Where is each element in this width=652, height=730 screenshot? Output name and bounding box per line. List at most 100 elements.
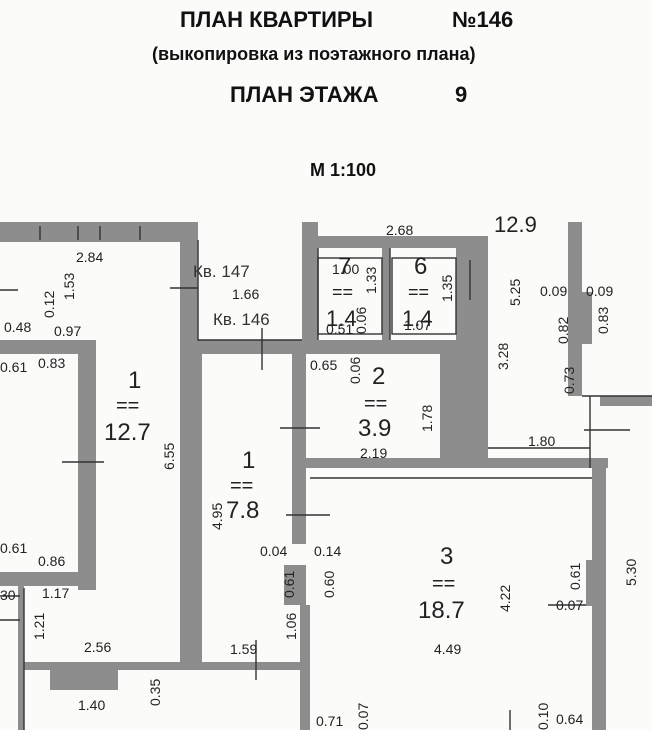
dimension-labels: 2.84 1.53 0.12 0.48 0.97 0.61 0.83 6.55 … (0, 222, 639, 730)
dimension-label: 0.06 (353, 307, 369, 334)
room-number: 7 (338, 253, 351, 280)
room-number: 2 (372, 363, 385, 390)
apartment-number: №146 (452, 7, 514, 32)
room-separator: == (432, 573, 455, 595)
dimension-label: 1.66 (232, 286, 259, 302)
wall (586, 560, 598, 606)
walls (0, 222, 652, 730)
dimension-label: 1.40 (78, 697, 105, 713)
dimension-label: 4.95 (209, 503, 225, 530)
room-area: 1.4 (402, 306, 433, 331)
dimension-label: 2.84 (76, 249, 103, 265)
room-area: 1.4 (326, 306, 357, 331)
dimension-label: 5.30 (623, 559, 639, 586)
dimension-label: 5.25 (507, 279, 523, 306)
dimension-label: 1.33 (363, 267, 379, 294)
wall (196, 354, 202, 664)
dimension-label: 30 (0, 587, 16, 603)
room-2: 2 == 3.9 (358, 363, 391, 442)
dimension-label: 1.06 (283, 613, 299, 640)
dimension-label: 0.09 (586, 283, 613, 299)
dimension-label: 0.61 (281, 571, 297, 598)
partition-line (197, 240, 302, 341)
dimension-label: 0.10 (535, 703, 551, 730)
wall (0, 222, 182, 242)
dimension-label: 1.53 (61, 273, 77, 300)
plan-lines (0, 226, 652, 730)
dimension-label: 0.82 (555, 317, 571, 344)
wall (302, 236, 488, 248)
room-separator: == (332, 282, 353, 302)
dimension-label: 0.14 (314, 543, 341, 559)
dimension-label: 1.78 (419, 405, 435, 432)
dimension-label: 0.04 (260, 543, 287, 559)
wall (300, 605, 310, 730)
room-7: 7 == 1.4 (326, 253, 357, 331)
dimension-label: 0.48 (4, 319, 31, 335)
wall (78, 340, 96, 590)
dimension-label: 0.73 (561, 367, 577, 394)
room-number: 3 (440, 543, 453, 570)
partial-room-area: 12.9 (494, 212, 537, 237)
wall (302, 222, 318, 340)
dimension-label: 6.55 (161, 443, 177, 470)
room-area: 3.9 (358, 415, 391, 442)
wall (292, 354, 306, 464)
room-separator: == (364, 393, 387, 415)
room-number: 1 (242, 447, 255, 474)
dimension-label: 0.61 (567, 563, 583, 590)
wall (600, 396, 652, 406)
dimension-label: 0.07 (556, 597, 583, 613)
dimension-label: 1.59 (230, 641, 257, 657)
room-left: 1 == 12.7 (104, 367, 151, 446)
dimension-label: 0.97 (54, 323, 81, 339)
plan-subtitle: (выкопировка из поэтажного плана) (152, 44, 476, 64)
dimension-label: 4.49 (434, 641, 461, 657)
floor-label: ПЛАН ЭТАЖА (230, 82, 379, 107)
dimension-label: 0.09 (540, 283, 567, 299)
dimension-label: 0.12 (41, 291, 57, 318)
dimension-label: 0.60 (321, 571, 337, 598)
scale-label: М 1:100 (310, 160, 377, 180)
dimension-label: 0.51 (326, 321, 353, 337)
room-area: 12.7 (104, 419, 151, 446)
dimension-label: 0.35 (147, 679, 163, 706)
wall (284, 565, 306, 605)
dimension-label: 3.28 (495, 343, 511, 370)
wall (292, 464, 306, 544)
wall (50, 662, 118, 690)
room-area: 18.7 (418, 597, 465, 624)
wall (440, 354, 458, 468)
wall (0, 340, 96, 354)
wall (302, 458, 608, 468)
wall (196, 340, 306, 354)
dimension-label: 1.35 (439, 275, 455, 302)
room-area: 7.8 (226, 497, 259, 524)
dimension-label: 0.07 (355, 703, 371, 730)
dimension-label: 0.86 (38, 553, 65, 569)
wall (592, 468, 606, 730)
dimension-label: 2.56 (84, 639, 111, 655)
dimension-label: 0.06 (347, 357, 363, 384)
wall (568, 222, 582, 396)
room-separator: == (408, 282, 429, 302)
room-separator: == (116, 395, 139, 417)
room-center: 1 == 7.8 (226, 447, 259, 524)
wall (180, 222, 198, 664)
dimension-label: 0.64 (556, 711, 583, 727)
dimension-label: 0.61 (0, 359, 27, 375)
wall (382, 248, 390, 340)
dimension-label: 2.68 (386, 222, 413, 238)
floor-number: 9 (455, 82, 468, 107)
dimension-label: 0.83 (595, 307, 611, 334)
wall (302, 340, 458, 354)
partition-line (317, 257, 383, 335)
wall (456, 236, 488, 458)
room-6: 6 == 1.4 (402, 253, 433, 331)
dimension-label: 2.19 (360, 445, 387, 461)
wall (0, 572, 96, 586)
room-number: 6 (414, 253, 427, 280)
partition-line (391, 257, 457, 335)
apartment-147-label: Кв. 147 (193, 262, 250, 281)
